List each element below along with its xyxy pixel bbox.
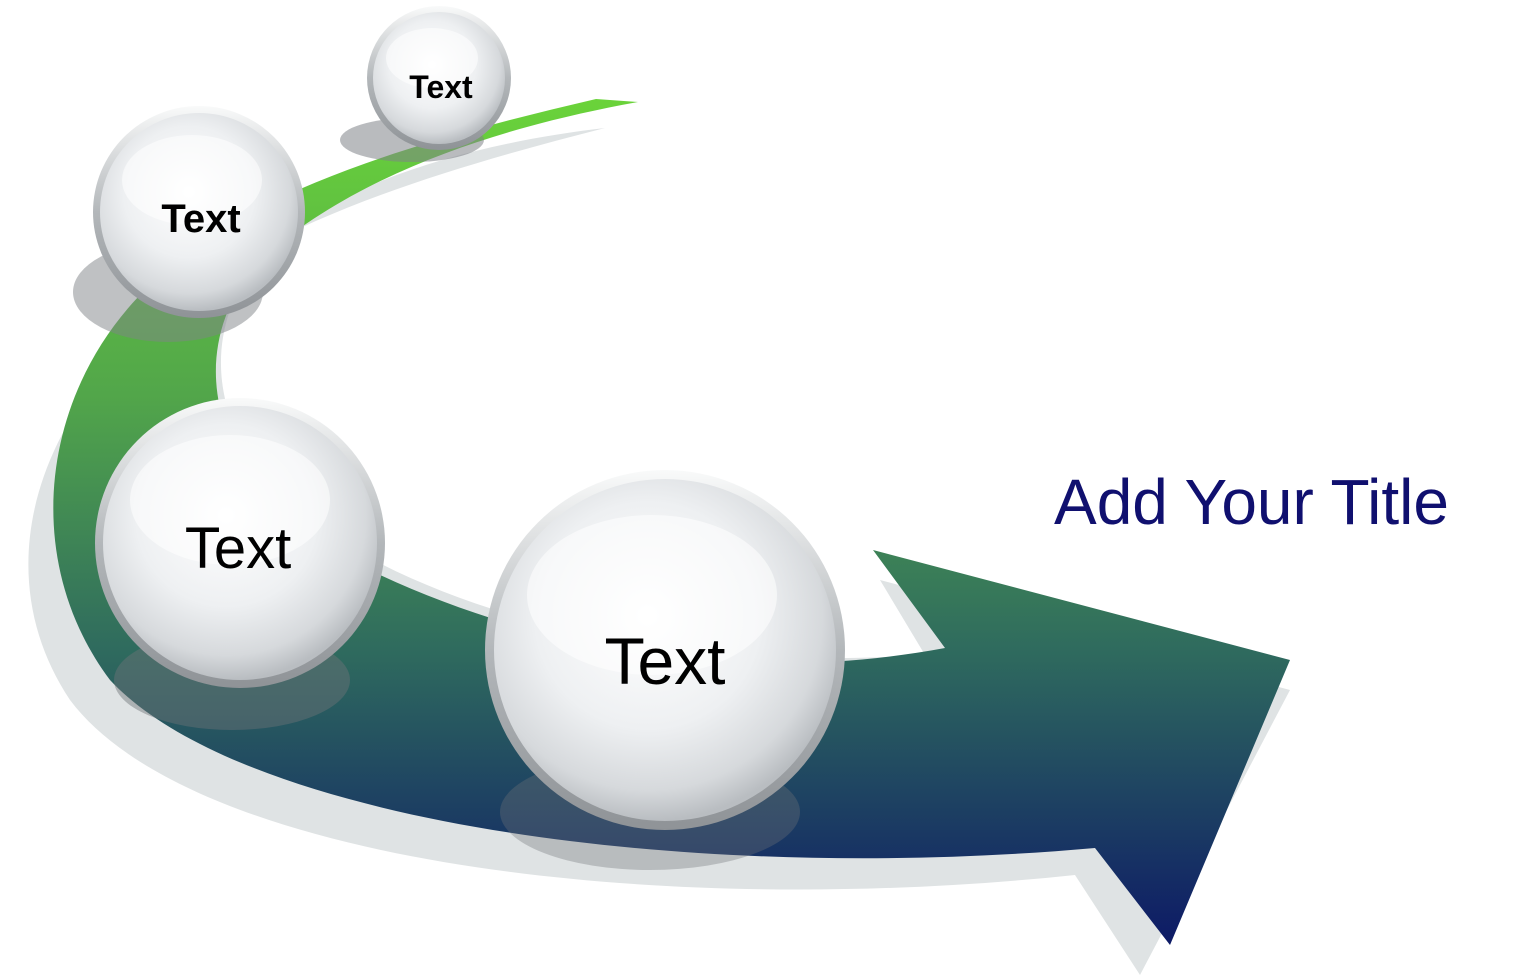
- text-circle-xlarge: Text: [485, 470, 845, 830]
- text-circle-small: Text: [367, 6, 511, 150]
- diagram-title: Add Your Title: [1054, 466, 1449, 538]
- circle-label: Text: [185, 516, 291, 581]
- circle-label: Text: [409, 69, 473, 105]
- text-circle-medium: Text: [93, 106, 305, 318]
- circle-label: Text: [604, 624, 725, 698]
- circle-label: Text: [161, 197, 240, 241]
- text-circle-large: Text: [95, 398, 385, 688]
- curved-arrow: [53, 99, 1291, 945]
